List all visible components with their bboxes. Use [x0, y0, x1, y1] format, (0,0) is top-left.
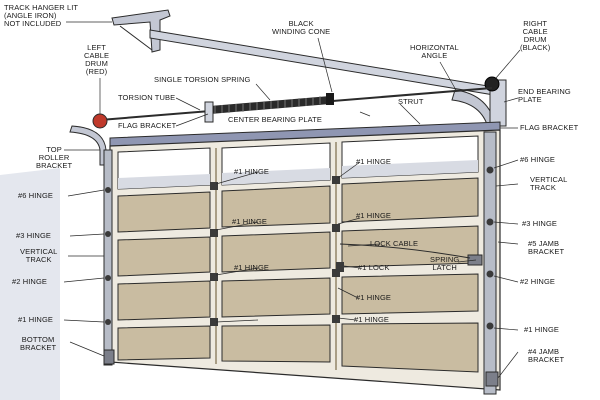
label-hinge1-left: #1 HINGE	[18, 315, 53, 324]
label-left-cable-drum: LEFT CABLE DRUM (RED)	[84, 43, 110, 76]
label-single-torsion-spring: SINGLE TORSION SPRING	[154, 75, 251, 84]
label-strut: STRUT	[398, 97, 424, 106]
label-jamb-bracket4: #4 JAMB BRACKET	[528, 347, 565, 364]
label-torsion-tube: TORSION TUBE	[118, 93, 176, 102]
label-flag-bracket-right: FLAG BRACKET	[520, 123, 579, 132]
label-black-winding-cone: BLACK WINDING CONE	[272, 19, 331, 36]
hanger-brace	[119, 25, 153, 51]
label-hinge1-lower-center: #1 HINGE	[234, 263, 269, 272]
label-hinge6-right: #6 HINGE	[520, 155, 555, 164]
right-vertical-track	[483, 131, 497, 395]
label-lock1: #1 LOCK	[358, 263, 390, 272]
label-hinge1-lower-right: #1 HINGE	[356, 293, 391, 302]
leader-lines	[63, 21, 521, 379]
label-right-cable-drum: RIGHT CABLE DRUM (BLACK)	[520, 19, 551, 52]
label-bottom-bracket: BOTTOM BRACKET	[20, 335, 57, 352]
left-vertical-track	[103, 149, 113, 366]
label-flag-bracket-left: FLAG BRACKET	[118, 121, 177, 130]
door-panels	[117, 177, 479, 373]
lock	[336, 262, 344, 272]
label-hinge1-mid-right: #1 HINGE	[356, 211, 391, 220]
label-end-bearing-plate: END BEARING PLATE	[518, 87, 571, 104]
label-hinge1-far-right: #1 HINGE	[524, 325, 559, 334]
black-winding-cone	[326, 93, 334, 105]
label-hinge3-left: #3 HINGE	[16, 231, 51, 240]
label-jamb-bracket5: #5 JAMB BRACKET	[528, 239, 565, 256]
label-hinge3-right: #3 HINGE	[522, 219, 557, 228]
label-vertical-track-right: VERTICAL TRACK	[530, 175, 568, 192]
label-hinge2-right: #2 HINGE	[520, 277, 555, 286]
label-center-bearing-plate: CENTER BEARING PLATE	[228, 115, 322, 124]
horizontal-angle	[149, 29, 501, 97]
single-torsion-spring	[210, 96, 330, 114]
label-horizontal-angle: HORIZONTAL ANGLE	[410, 43, 459, 60]
label-vertical-track-left: VERTICAL TRACK	[20, 247, 58, 264]
label-hinge1-bottom-right: #1 HINGE	[354, 315, 389, 324]
label-top-roller-bracket: TOP ROLLER BRACKET	[36, 145, 73, 170]
label-track-hanger: TRACK HANGER LIT (ANGLE IRON) NOT INCLUD…	[4, 3, 79, 28]
label-hinge1-top-center: #1 HINGE	[234, 167, 269, 176]
left-curved-track	[69, 125, 107, 166]
label-hinge6-left: #6 HINGE	[18, 191, 53, 200]
center-bearing-plate	[204, 101, 214, 123]
left-cable-drum	[92, 113, 108, 129]
track-hanger-angle-iron	[111, 9, 171, 53]
lock-cable	[339, 243, 471, 259]
label-hinge1-mid-center: #1 HINGE	[232, 217, 267, 226]
bottom-bracket-right	[485, 371, 499, 387]
label-hinge2-left: #2 HINGE	[12, 277, 47, 286]
label-spring-latch: SPRING LATCH	[430, 255, 460, 272]
hinges	[105, 166, 494, 330]
label-hinge1-top-right: #1 HINGE	[356, 157, 391, 166]
label-lock-cable: LOCK CABLE	[370, 239, 419, 248]
bottom-bracket-left	[103, 349, 115, 365]
background-shadow	[0, 168, 60, 400]
